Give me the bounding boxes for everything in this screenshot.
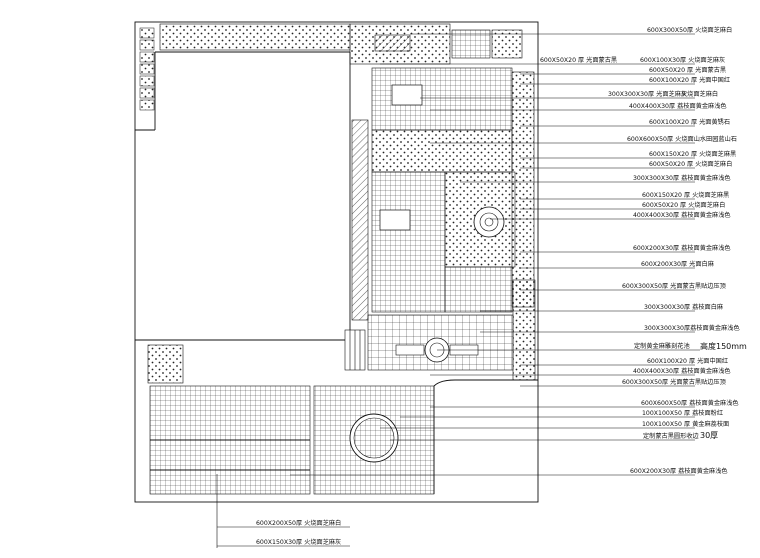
label-17: 600X200X30厚 荔枝面黄金麻浅色 (633, 244, 731, 252)
label-34: 600X150X30厚 火烧面芝麻灰 (256, 538, 341, 546)
label-18: 600X200X30厚 光面白麻 (641, 260, 715, 268)
label-05: 600X100X20 厚 光面中国红 (649, 76, 730, 84)
label-13: 300X300X30厚 荔枝面黄金麻浅色 (633, 174, 731, 182)
label-06: 300X300X30厚 光面芝麻灰 (608, 90, 687, 98)
label-15: 600X50X20 厚 火烧面芝麻白 (642, 201, 725, 209)
material-labels: 600X300X50厚 火烧面芝麻白 600X50X20 厚 光面蒙古黑 600… (256, 26, 747, 546)
middle-terrace (147, 279, 536, 384)
label-10: 600X600X50厚 火烧面山水田园蓝山石 (627, 135, 737, 143)
label-33: 600X200X50厚 火烧面芝麻白 (256, 519, 341, 527)
label-31: 30厚 (700, 431, 718, 440)
stepping-stones (139, 27, 155, 111)
label-23: 高度150mm (700, 341, 747, 351)
label-14: 600X150X20 厚 火烧面芝麻黑 (642, 191, 729, 199)
label-27: 600X600X50厚 荔枝面黄金麻浅色 (641, 399, 739, 407)
label-16: 400X400X30厚 荔枝面黄金麻浅色 (633, 211, 731, 219)
label-02: 600X50X20 厚 光面蒙古黑 (540, 56, 617, 64)
top-dotted-strip (159, 23, 523, 65)
label-07: 火烧面芝麻白 (681, 90, 718, 98)
label-08: 400X400X30厚 荔枝面黄金麻浅色 (629, 102, 727, 110)
lower-terrace (149, 379, 538, 495)
site-outline (134, 21, 539, 503)
label-12: 600X50X20 厚 火烧面芝麻白 (649, 160, 732, 168)
label-22: 定制黄金麻雕刻花池 (634, 342, 690, 350)
label-20: 300X300X30厚 荔枝面白麻 (644, 303, 724, 311)
label-11: 600X150X20 厚 火烧面芝麻黑 (649, 150, 736, 158)
label-19: 600X300X50厚 光面蒙古黑贴边压顶 (622, 282, 726, 290)
label-26: 600X300X50厚 光面蒙古黑贴边压顶 (622, 378, 726, 386)
label-30: 定制蒙古黑圆形收边 (643, 432, 699, 440)
label-32: 600X200X30厚 荔枝面黄金麻浅色 (630, 467, 728, 475)
leader-lines (216, 33, 700, 548)
label-24: 600X100X20 厚 光面中国红 (647, 357, 728, 365)
label-04: 600X50X20 厚 光面蒙古黑 (649, 66, 726, 74)
label-28: 100X100X50 厚 荔枝面粉红 (642, 409, 723, 417)
label-25: 400X400X30厚 荔枝面黄金麻浅色 (633, 367, 731, 375)
label-29: 100X100X50 厚 黄金麻荔枝面 (642, 420, 729, 428)
label-09: 600X100X20 厚 光面黄锈石 (649, 118, 730, 126)
upper-terrace (351, 67, 535, 321)
label-21: 300X300X30厚荔枝面黄金麻浅色 (644, 324, 740, 332)
label-03: 600X100X30厚 火烧面芝麻灰 (640, 56, 725, 64)
label-01: 600X300X50厚 火烧面芝麻白 (647, 26, 732, 34)
